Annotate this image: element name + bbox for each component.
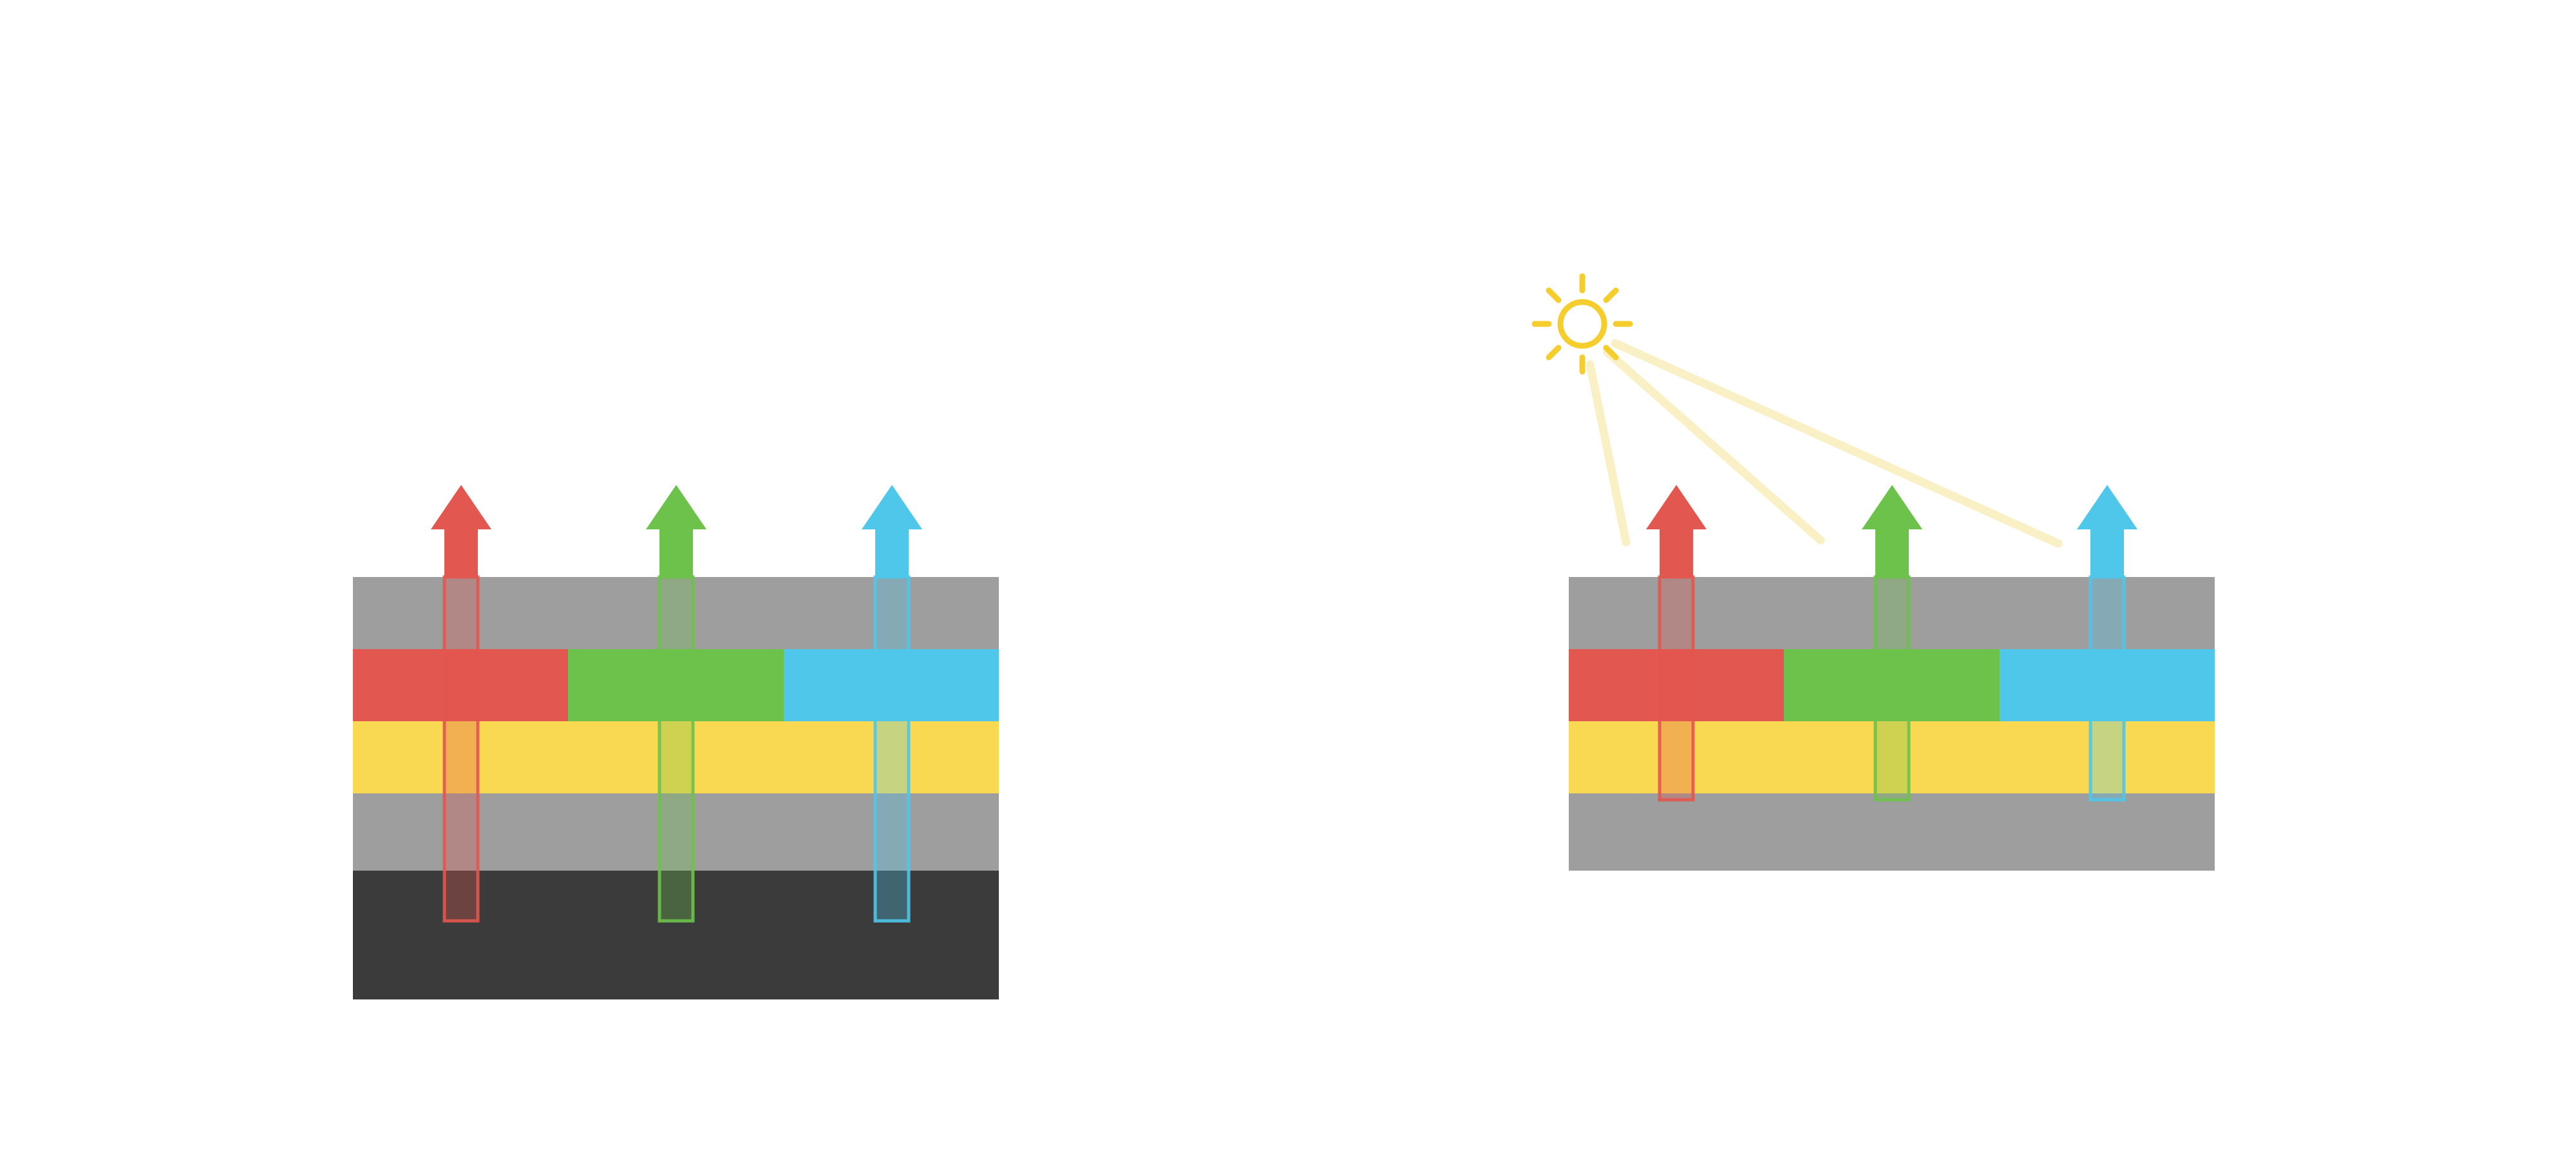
left-blue-subpixel (784, 649, 999, 721)
left-red-arrow (431, 485, 491, 923)
right-green-subpixel (1784, 649, 2000, 721)
sun-beam-1 (1586, 360, 1631, 547)
right-red-arrow-shaft-through-stack (1658, 575, 1695, 802)
right-blue-subpixel (2000, 649, 2215, 721)
left-red-arrow-head (431, 485, 491, 529)
right-blue-arrow (2077, 485, 2137, 802)
left-red-arrow-shaft-through-stack (442, 575, 480, 923)
left-blue-arrow (862, 485, 922, 923)
left-lower-gray-layer (353, 793, 999, 871)
sun-disc (1557, 299, 1607, 349)
left-top-gray-layer (353, 577, 999, 649)
left-blue-arrow-shaft-through-stack (873, 575, 911, 923)
sun-rays (1531, 273, 1633, 375)
left-green-arrow-shaft-through-stack (658, 575, 695, 923)
right-yellow-layer (1569, 721, 2215, 793)
right-red-arrow-shaft (1660, 529, 1693, 578)
left-red-subpixel (353, 649, 568, 721)
sun-beam-2 (1602, 347, 1825, 545)
right-green-arrow-shaft-through-stack (1873, 575, 1911, 802)
sun-ray-nw (1546, 287, 1562, 303)
right-blue-arrow-shaft-through-stack (2088, 575, 2126, 802)
sun-ray-se (1603, 345, 1619, 361)
sunlit-stack-diagram (1531, 273, 2215, 871)
left-green-arrow-head (646, 485, 706, 529)
left-yellow-layer (353, 721, 999, 793)
left-dark-base-layer (353, 871, 999, 999)
left-red-arrow-shaft (444, 529, 478, 578)
emissive-stack-diagram (353, 485, 999, 999)
right-lower-gray-layer (1569, 793, 2215, 871)
right-green-arrow-shaft (1875, 529, 1909, 578)
left-green-arrow-shaft (659, 529, 693, 578)
left-blue-arrow-shaft (875, 529, 909, 578)
right-red-subpixel (1569, 649, 1784, 721)
left-green-arrow (646, 485, 706, 923)
right-blue-arrow-shaft (2090, 529, 2124, 578)
sun-beams (1586, 339, 2063, 548)
sun-ray-ne (1603, 287, 1619, 303)
right-blue-arrow-head (2077, 485, 2137, 529)
sun-beam-3 (1611, 339, 2063, 548)
right-green-arrow (1862, 485, 1922, 802)
sun-icon (1531, 273, 1633, 375)
left-green-subpixel (568, 649, 784, 721)
sun-ray-sw (1546, 345, 1562, 361)
right-green-arrow-head (1862, 485, 1922, 529)
left-blue-arrow-head (862, 485, 922, 529)
right-red-arrow-head (1646, 485, 1707, 529)
right-red-arrow (1646, 485, 1707, 802)
right-top-gray-layer (1569, 577, 2215, 649)
